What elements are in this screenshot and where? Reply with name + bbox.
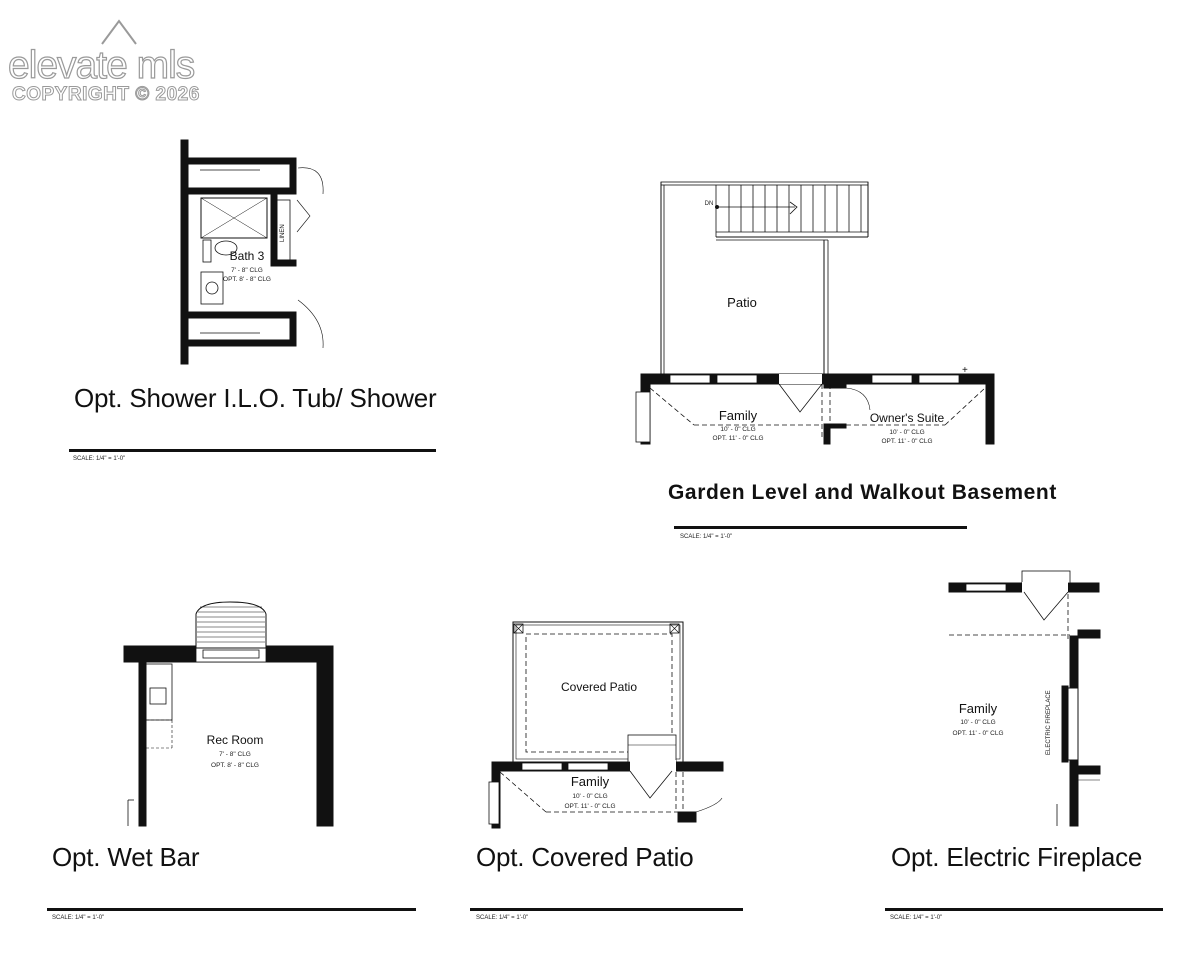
owners-clg1: 10' - 0" CLG bbox=[889, 429, 925, 436]
fireplace-family-label: Family bbox=[958, 701, 998, 716]
covered-family-label: Family bbox=[570, 774, 610, 789]
rec-room-clg2: OPT. 8' - 8" CLG bbox=[211, 762, 259, 769]
covered-title-rule bbox=[470, 908, 743, 911]
sink bbox=[149, 687, 167, 705]
wetbar-title: Opt. Wet Bar bbox=[52, 842, 200, 872]
linen-label: LINEN bbox=[280, 224, 286, 242]
svg-text:+: + bbox=[962, 365, 968, 376]
fireplace-family-clg1: 10' - 0" CLG bbox=[960, 719, 996, 726]
bath3-label: Bath 3 bbox=[229, 249, 265, 263]
garden-title: Garden Level and Walkout Basement bbox=[668, 481, 1057, 504]
bath3-clg2: OPT. 8' - 8" CLG bbox=[223, 276, 271, 283]
fireplace-title-rule bbox=[885, 908, 1163, 911]
owners-suite-label: Owner's Suite bbox=[869, 411, 945, 425]
shower-exterior-wall bbox=[180, 139, 189, 365]
owners-clg2: OPT. 11' - 0" CLG bbox=[881, 438, 933, 445]
linen-closet bbox=[276, 199, 291, 261]
wetbar-scale: SCALE: 1/4" = 1'-0" bbox=[52, 915, 105, 921]
family-clg1: 10' - 0" CLG bbox=[720, 426, 756, 433]
shower-title: Opt. Shower I.L.O. Tub/ Shower bbox=[74, 383, 437, 413]
fireplace-scale: SCALE: 1/4" = 1'-0" bbox=[890, 915, 943, 921]
vanity bbox=[200, 271, 224, 305]
electric-fireplace-label: ELECTRIC FIREPLACE bbox=[1046, 690, 1052, 755]
wetbar-title-rule bbox=[47, 908, 416, 911]
covered-title: Opt. Covered Patio bbox=[476, 842, 694, 872]
shower-title-rule bbox=[69, 449, 436, 452]
covered-patio-plan bbox=[488, 621, 724, 829]
covered-family-clg1: 10' - 0" CLG bbox=[572, 793, 608, 800]
stair-treads bbox=[715, 185, 868, 237]
garden-level-plan: + bbox=[635, 181, 995, 445]
family-clg2: OPT. 11' - 0" CLG bbox=[712, 435, 764, 442]
wet-bar-plan bbox=[123, 601, 334, 827]
covered-patio-label: Covered Patio bbox=[560, 680, 638, 694]
bath3-clg1: 7' - 8" CLG bbox=[231, 267, 263, 274]
patio-label: Patio bbox=[727, 295, 757, 310]
rec-room-label: Rec Room bbox=[206, 733, 264, 747]
fireplace-title: Opt. Electric Fireplace bbox=[891, 842, 1143, 872]
stair-dn-label: DN bbox=[704, 201, 714, 207]
shower-stall bbox=[200, 197, 268, 239]
covered-scale: SCALE: 1/4" = 1'-0" bbox=[476, 915, 529, 921]
shower-scale: SCALE: 1/4" = 1'-0" bbox=[73, 456, 126, 462]
electric-fireplace-plan bbox=[948, 570, 1101, 827]
covered-family-clg2: OPT. 11' - 0" CLG bbox=[564, 803, 616, 810]
watermark-roof-icon bbox=[101, 19, 137, 45]
rec-room-clg1: 7' - 8" CLG bbox=[219, 751, 251, 758]
garden-scale: SCALE: 1/4" = 1'-0" bbox=[680, 534, 733, 540]
fireplace-hearth bbox=[195, 601, 267, 649]
shower-plan bbox=[180, 139, 324, 365]
toilet bbox=[214, 240, 238, 256]
garden-title-rule bbox=[674, 526, 967, 529]
watermark-brand: elevate mls bbox=[7, 43, 195, 87]
fireplace-family-clg2: OPT. 11' - 0" CLG bbox=[952, 730, 1004, 737]
watermark-copyright: COPYRIGHT © 2026 bbox=[12, 84, 200, 106]
family-label: Family bbox=[718, 408, 758, 423]
